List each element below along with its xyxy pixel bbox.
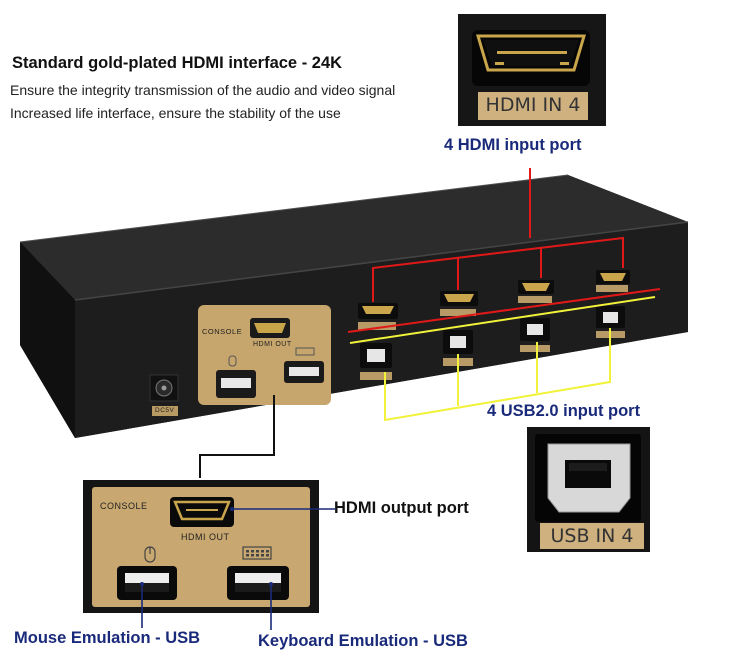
device-console-label: CONSOLE <box>202 327 243 336</box>
keyboard-emulation-callout: Keyboard Emulation - USB <box>258 632 468 650</box>
mouse-emulation-callout: Mouse Emulation - USB <box>14 629 201 647</box>
hdmi-in-zoom <box>458 14 606 126</box>
console-zoom-lead-line <box>199 395 275 478</box>
hdmi-in-label: HDMI IN 4 <box>485 94 581 116</box>
hdmi-input-callout: 4 HDMI input port <box>444 136 582 154</box>
usb-input-callout: 4 USB2.0 input port <box>487 402 641 420</box>
mouse-icon <box>144 546 156 563</box>
usb-input-connector-lines <box>349 296 656 422</box>
device-console-panel <box>198 305 331 405</box>
hdmi-output-callout: HDMI output port <box>334 499 469 517</box>
console-zoom <box>83 480 319 613</box>
dc-power-jack <box>149 374 179 416</box>
subline-signal: Ensure the integrity transmission of the… <box>10 82 396 98</box>
dc-label: DC5V <box>155 407 175 414</box>
hdmi-input-connector-lines <box>347 168 661 333</box>
device-hdmi-out-label: HDMI OUT <box>253 341 292 348</box>
subline-life: Increased life interface, ensure the sta… <box>10 105 341 121</box>
zoom-hdmi-out-label: HDMI OUT <box>181 532 230 542</box>
keyboard-icon <box>242 546 272 560</box>
device-usb-inputs <box>360 306 625 380</box>
console-callout-lines <box>141 508 335 630</box>
zoom-console-label: CONSOLE <box>100 501 148 511</box>
device-hdmi-inputs <box>358 270 630 330</box>
headline: Standard gold-plated HDMI interface - 24… <box>12 54 343 72</box>
usb-in-zoom <box>527 427 650 552</box>
usb-in-label: USB IN 4 <box>550 525 634 547</box>
